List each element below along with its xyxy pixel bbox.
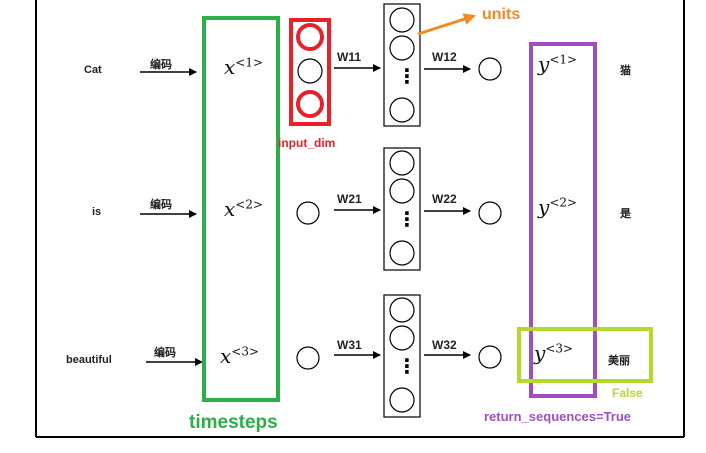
return-sequences-label: return_sequences=True [484, 409, 632, 424]
hidden-layer-1 [383, 3, 421, 127]
y-3-label: y<3> [534, 341, 574, 365]
w11-label: W11 [337, 50, 362, 64]
input-dim-box [289, 18, 331, 126]
hidden-dots-1: ⋮ [397, 64, 417, 88]
false-label: False [612, 386, 643, 400]
w31-label: W31 [337, 338, 362, 352]
encode-label-2: 编码 [150, 198, 172, 211]
hidden-layer-3 [383, 294, 421, 418]
x-1-label: x<1> [224, 55, 264, 79]
input-node-row3 [296, 346, 320, 370]
encode-label-1: 编码 [150, 58, 172, 71]
w22-label: W22 [432, 192, 457, 206]
units-arrow [417, 13, 476, 36]
hidden-layer-2 [383, 147, 421, 271]
word-is: is [92, 206, 102, 218]
input-node-row2 [296, 201, 320, 225]
input-node-1 [296, 23, 324, 51]
x-3-label: x<3> [220, 344, 260, 368]
output-word-2: 是 [620, 207, 631, 220]
w21-label: W21 [337, 192, 362, 206]
units-label: units [482, 6, 521, 23]
hidden-dots-2: ⋮ [397, 207, 417, 231]
timesteps-box [202, 16, 280, 402]
w12-label: W12 [432, 50, 457, 64]
output-node-2 [478, 201, 502, 225]
output-node-1 [478, 57, 502, 81]
output-node-3 [478, 345, 502, 369]
y-2-label: y<2> [538, 195, 578, 219]
timesteps-label: timesteps [189, 412, 278, 433]
output-word-1: 猫 [620, 64, 631, 77]
y-1-label: y<1> [538, 52, 578, 76]
x-2-label: x<2> [224, 197, 264, 221]
encode-label-3: 编码 [154, 346, 176, 359]
false-box [517, 327, 653, 383]
input-dim-label: input_dim [278, 136, 336, 150]
word-cat: Cat [84, 64, 102, 76]
w32-label: W32 [432, 338, 457, 352]
input-node-2 [297, 58, 323, 84]
hidden-dots-3: ⋮ [397, 354, 417, 378]
output-word-3: 美丽 [608, 354, 630, 367]
input-node-3 [296, 90, 324, 118]
word-beautiful: beautiful [66, 354, 112, 366]
return-sequences-box [529, 42, 597, 398]
